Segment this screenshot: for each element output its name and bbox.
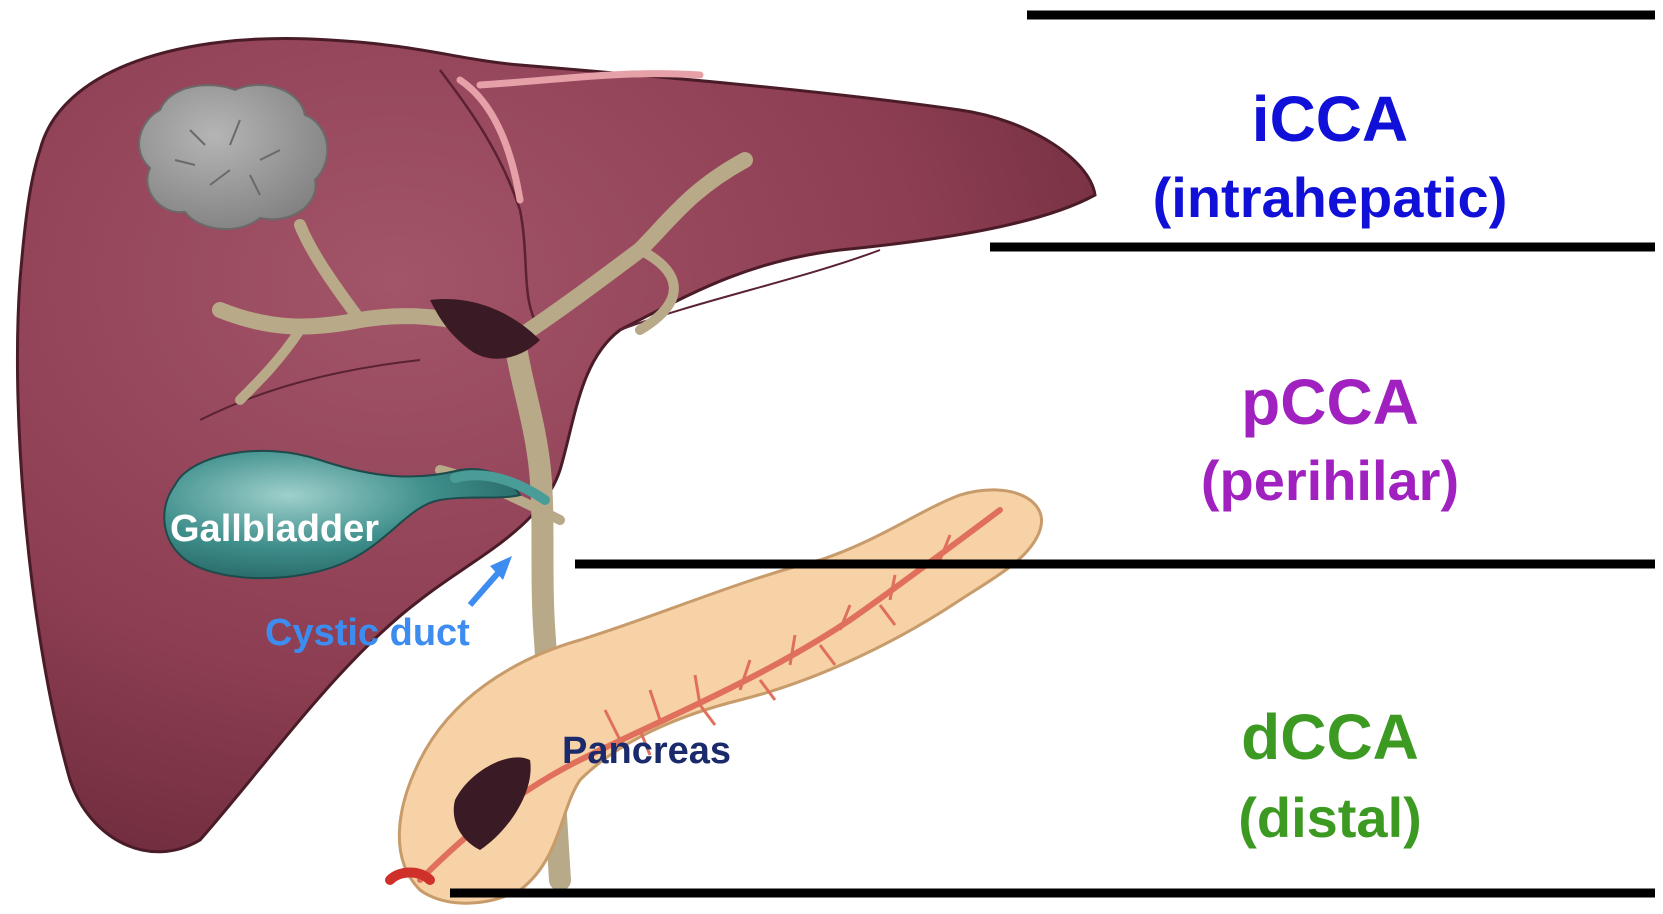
- pcca-label: pCCA: [1000, 365, 1660, 439]
- tumor: [139, 85, 327, 229]
- icca-label: iCCA: [1000, 82, 1660, 156]
- gallbladder-label: Gallbladder: [170, 508, 379, 551]
- cystic-duct-label: Cystic duct: [265, 612, 470, 655]
- distal-label: (distal): [1000, 785, 1660, 850]
- intrahepatic-label: (intrahepatic): [1000, 165, 1660, 230]
- cystic-duct-arrow: [470, 556, 512, 605]
- pancreas-label: Pancreas: [562, 730, 731, 773]
- dcca-label: dCCA: [1000, 700, 1660, 774]
- perihilar-label: (perihilar): [1000, 448, 1660, 513]
